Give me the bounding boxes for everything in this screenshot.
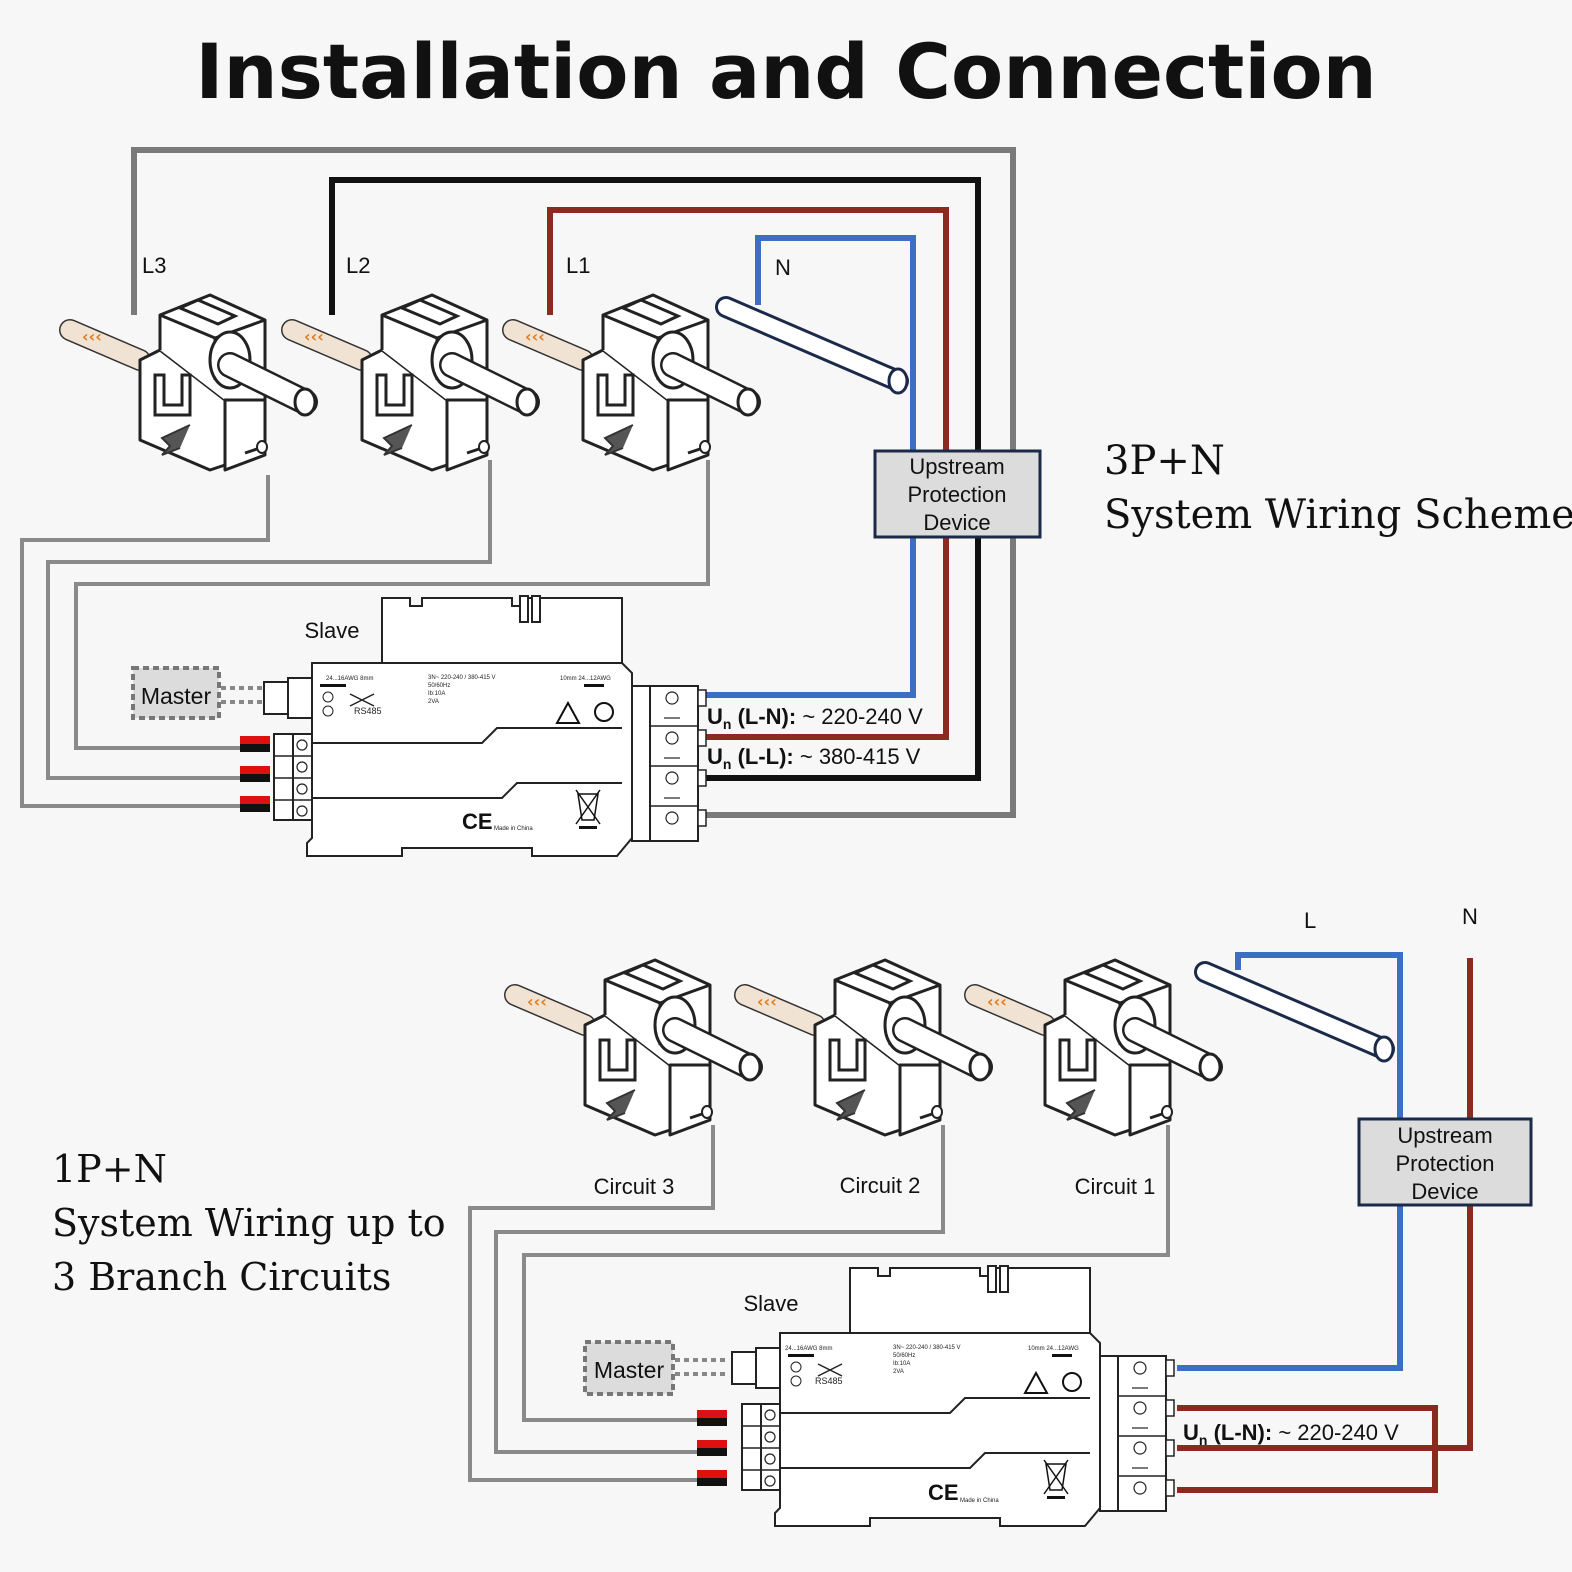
spec-line1: 3N~ 220-240 / 380-415 V xyxy=(428,675,496,681)
protection-label-line1: Upstream xyxy=(909,454,1004,479)
three-phase-heading-1: 3P+N xyxy=(1104,438,1225,484)
spec-line2: 50/60Hz xyxy=(428,683,450,689)
master-box-single xyxy=(583,1340,675,1396)
ct-circuit1-lead xyxy=(522,1125,1170,1422)
l2-wire xyxy=(329,177,981,781)
single-phase-heading-3: 3 Branch Circuits xyxy=(52,1255,391,1299)
l3-wire xyxy=(131,147,1016,818)
protection-single-line2: Protection xyxy=(1395,1151,1494,1176)
circuit-1-label: Circuit 1 xyxy=(1075,1174,1156,1199)
single-phase-heading-2: System Wiring up to xyxy=(52,1201,446,1245)
ct-clamp-l3 xyxy=(70,295,315,470)
spec-line4-single: 2VA xyxy=(893,1369,904,1375)
label-l2: L2 xyxy=(346,253,370,278)
spec-line3: Ib:10A xyxy=(428,691,445,697)
page-title: Installation and Connection xyxy=(195,27,1377,116)
n-return-wire xyxy=(1177,1405,1438,1493)
rs485-text: RS485 xyxy=(354,706,382,716)
master-label: Master xyxy=(141,683,212,709)
ct-circuit3-lead xyxy=(468,1125,715,1482)
protection-single-line3: Device xyxy=(1411,1179,1478,1204)
l-wire-blue xyxy=(1177,952,1403,1371)
upstream-protection-device-single xyxy=(1357,1117,1533,1207)
protection-single-line1: Upstream xyxy=(1397,1123,1492,1148)
voltage-ln-label: Un (L-N): ~ 220-240 V xyxy=(707,704,923,732)
l1-wire xyxy=(547,207,949,740)
label-l3: L3 xyxy=(142,253,166,278)
ct-l2-lead xyxy=(46,460,492,780)
awg-right-text: 10mm 24...12AWG xyxy=(560,676,611,682)
label-l: L xyxy=(1304,908,1316,933)
made-in-text: Made in China xyxy=(494,826,533,832)
voltage-ln-label-single: Un (L-N): ~ 220-240 V xyxy=(1183,1420,1399,1448)
awg-left-text: 24...16AWG 8mm xyxy=(326,676,373,682)
circuit-3-label: Circuit 3 xyxy=(594,1174,675,1199)
master-label-single: Master xyxy=(594,1357,665,1383)
label-l1: L1 xyxy=(566,253,590,278)
spec-line4: 2VA xyxy=(428,699,439,705)
ce-mark-single: CE xyxy=(928,1480,959,1505)
ct-plug-group xyxy=(240,736,270,812)
made-in-text-single: Made in China xyxy=(960,1498,999,1504)
ct-clamp-circuit1 xyxy=(975,960,1220,1135)
spec-line1-single: 3N~ 220-240 / 380-415 V xyxy=(893,1345,961,1351)
circuit-2-label: Circuit 2 xyxy=(840,1173,921,1198)
slave-label-single: Slave xyxy=(743,1291,798,1316)
ct-l1-lead xyxy=(74,460,710,750)
ct-clamp-circuit3 xyxy=(515,960,760,1135)
master-box xyxy=(131,666,221,720)
three-phase-section: L3 L2 L1 N Upstream Protection Device Sl… xyxy=(20,147,1572,857)
upstream-protection-device xyxy=(873,449,1042,539)
slave-label: Slave xyxy=(304,618,359,643)
awg-left-text-single: 24...16AWG 8mm xyxy=(785,1346,832,1352)
spec-line2-single: 50/60Hz xyxy=(893,1353,915,1359)
label-n-single: N xyxy=(1462,904,1478,929)
ct-circuit2-lead xyxy=(494,1125,945,1454)
ct-plug-group-single xyxy=(697,1410,727,1486)
protection-label-line3: Device xyxy=(923,510,990,535)
ct-clamp-circuit2 xyxy=(745,960,990,1135)
voltage-ll-label: Un (L-L): ~ 380-415 V xyxy=(707,744,921,772)
three-phase-heading-2: System Wiring Scheme xyxy=(1104,492,1572,538)
ct-clamp-l2 xyxy=(292,295,537,470)
awg-right-text-single: 10mm 24...12AWG xyxy=(1028,1346,1079,1352)
label-n: N xyxy=(775,255,791,280)
ce-mark: CE xyxy=(462,809,493,834)
single-phase-heading-1: 1P+N xyxy=(52,1147,167,1191)
spec-line3-single: Ib:10A xyxy=(893,1361,910,1367)
ct-clamp-l1 xyxy=(513,295,758,470)
ct-l3-lead xyxy=(20,475,270,808)
n-wire xyxy=(700,235,916,698)
single-phase-section: L N Circuit 3 Circuit 2 Circuit 1 Upstre… xyxy=(52,904,1533,1527)
protection-label-line2: Protection xyxy=(907,482,1006,507)
rs485-text-single: RS485 xyxy=(815,1376,843,1386)
